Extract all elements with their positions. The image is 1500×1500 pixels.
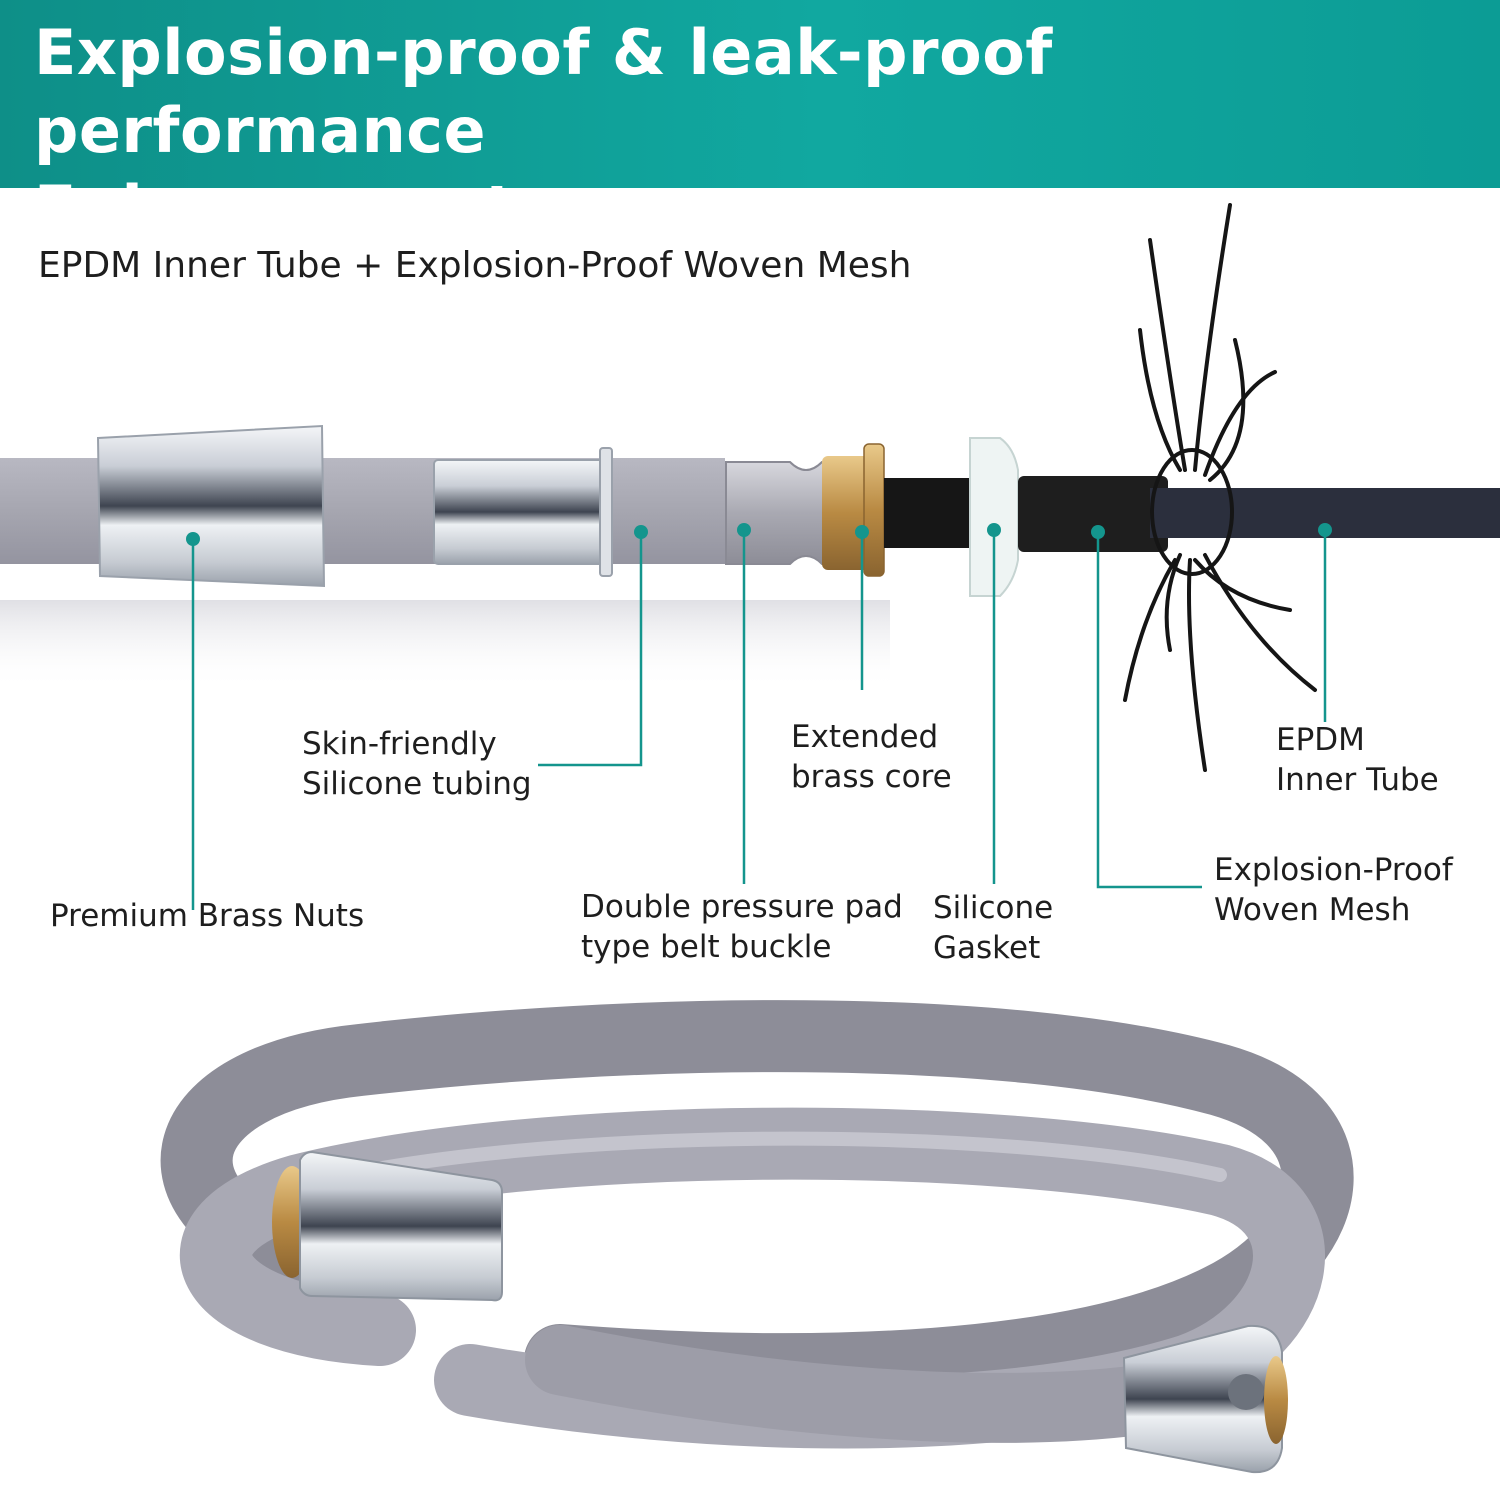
silicone-gasket: [969, 437, 1019, 597]
brass-core-flange: [863, 443, 885, 577]
hose-reflection: [0, 600, 890, 690]
label-silicone-gasket: Silicone Gasket: [933, 888, 1053, 968]
title-line-2: Enhancement: [34, 172, 516, 245]
label-woven-mesh: Explosion-Proof Woven Mesh: [1214, 850, 1453, 930]
label-epdm-tube: EPDM Inner Tube: [1276, 720, 1439, 800]
label-epdm-tube-line1: EPDM: [1276, 722, 1365, 758]
label-belt-buckle-line2: type belt buckle: [581, 929, 832, 965]
label-silicone-gasket-line1: Silicone: [933, 890, 1054, 926]
coil-loop-highlight: [293, 1131, 1227, 1192]
callout-dot-brass-nuts: [186, 532, 200, 546]
coil-chrome-nut-right: [1122, 1324, 1283, 1474]
callout-lines: [191, 530, 1327, 910]
label-silicone-gasket-line2: Gasket: [933, 930, 1041, 966]
coil-chrome-nut-left: [299, 1150, 503, 1302]
callout-line-silicone-tubing: [538, 532, 643, 767]
coil-tail: [525, 1325, 1175, 1443]
callout-dot-belt-buckle: [737, 523, 751, 537]
coil-brass-end-right: [1264, 1356, 1288, 1444]
ferrule-flange: [599, 447, 613, 577]
callout-line-woven-mesh: [1096, 532, 1202, 889]
hose-cutaway: [0, 203, 1500, 772]
label-woven-mesh-line1: Explosion-Proof: [1214, 852, 1453, 888]
label-silicone-tubing: Skin-friendly Silicone tubing: [302, 724, 532, 804]
brass-nut-shell: [96, 424, 326, 588]
label-woven-mesh-line2: Woven Mesh: [1214, 892, 1411, 928]
callout-dot-woven-mesh: [1091, 525, 1105, 539]
label-silicone-tubing-line2: Silicone tubing: [302, 766, 532, 802]
label-belt-buckle: Double pressure pad type belt buckle: [581, 887, 903, 967]
label-brass-core: Extended brass core: [791, 717, 952, 797]
frayed-mesh-fibers: [1123, 203, 1317, 772]
label-brass-core-line2: brass core: [791, 759, 952, 795]
callout-dot-brass-core: [855, 525, 869, 539]
coil-nut-thumb-recess: [1228, 1374, 1264, 1410]
title-line-1: Explosion-proof & leak-proof performance: [34, 16, 1053, 167]
coiled-hose: [160, 1000, 1354, 1474]
label-brass-nuts-line1: Premium Brass Nuts: [50, 898, 365, 934]
woven-mesh-exposed: [884, 478, 974, 548]
coil-loop-back: [160, 1000, 1354, 1406]
page-title: Explosion-proof & leak-proof performance…: [34, 14, 1474, 248]
buckle-ferrule: [433, 459, 609, 565]
header-banner: Explosion-proof & leak-proof performance…: [0, 0, 1500, 245]
label-epdm-tube-line2: Inner Tube: [1276, 762, 1439, 798]
label-brass-nuts: Premium Brass Nuts: [50, 896, 364, 936]
label-silicone-tubing-line1: Skin-friendly: [302, 726, 497, 762]
callout-dot-silicone-gasket: [987, 523, 1001, 537]
pressure-pad-buckle: [725, 461, 831, 565]
callout-dot-silicone-tubing: [634, 525, 648, 539]
label-brass-core-line1: Extended: [791, 719, 939, 755]
subtitle: EPDM Inner Tube + Explosion-Proof Woven …: [38, 245, 912, 286]
callout-dots: [186, 523, 1332, 546]
label-belt-buckle-line1: Double pressure pad: [581, 889, 903, 925]
callout-dot-epdm-tube: [1318, 523, 1332, 537]
brass-core: [822, 456, 872, 570]
woven-mesh-sleeve: [1018, 476, 1168, 552]
